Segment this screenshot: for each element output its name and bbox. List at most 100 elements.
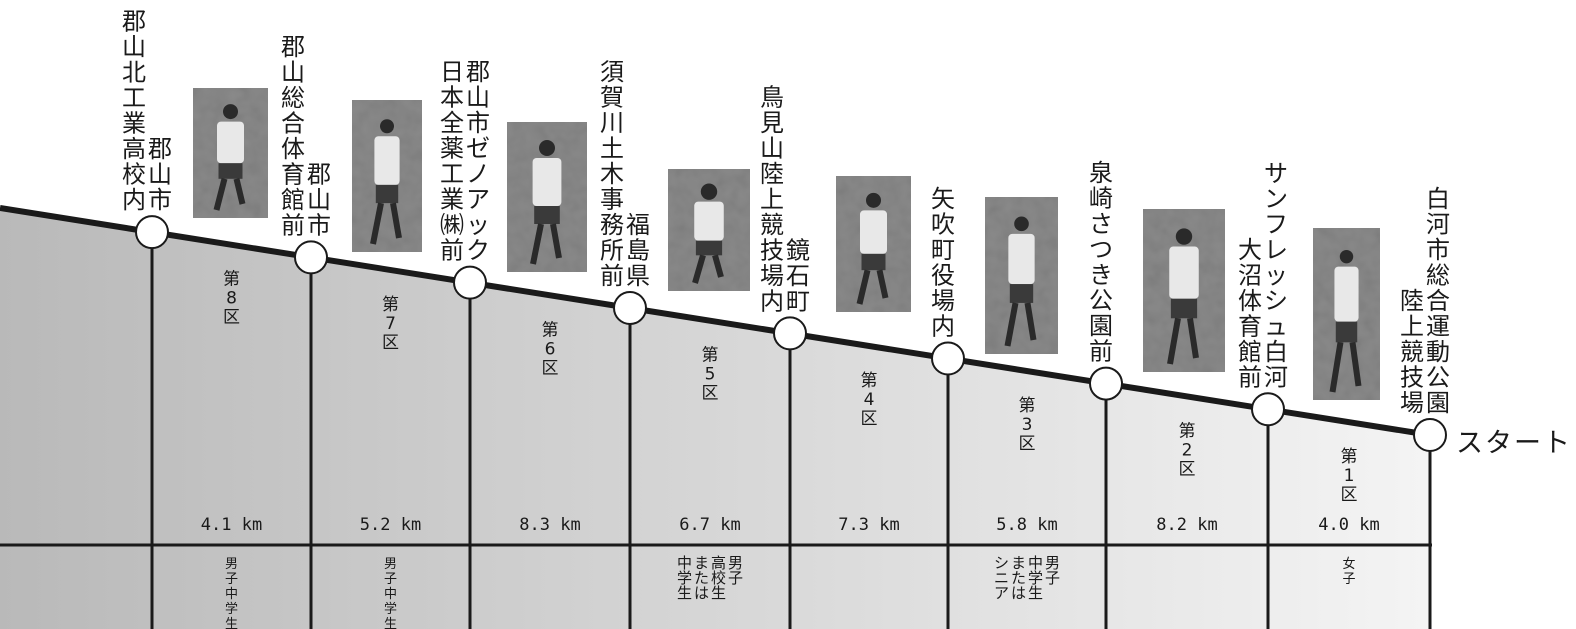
checkpoint-name-char: 山 (760, 134, 784, 162)
stage-label-char: 区 (1019, 434, 1036, 454)
stage-label-char: 6 (545, 339, 556, 359)
checkpoint-name-char: つ (1089, 236, 1113, 264)
start-label: スタート (1456, 428, 1572, 459)
checkpoint-name-char: 須 (600, 58, 624, 86)
stage-category-char: 子 (384, 572, 397, 587)
checkpoint-name-char: 合 (1426, 287, 1450, 315)
stage-category-char: は (694, 584, 709, 602)
checkpoint-marker-9 (1413, 418, 1447, 452)
runner-photos (193, 88, 1380, 400)
checkpoint-name-char: さ (1089, 210, 1113, 238)
checkpoint-name-char: 北 (122, 59, 146, 87)
stage-label-char: 第 (861, 371, 878, 391)
runner-photo-8 (193, 88, 268, 218)
checkpoint-name-char: 館 (1238, 338, 1262, 366)
checkpoint-name-char: ン (1264, 185, 1288, 213)
checkpoint-name-char: 前 (1238, 363, 1262, 391)
checkpoint-name-char: 運 (1426, 313, 1450, 341)
stage-label-char: 8 (226, 289, 237, 309)
stage-distance: 7.3 km (838, 515, 899, 535)
checkpoint-name-char: ㈱ (440, 211, 464, 239)
stage-label-char: 7 (385, 314, 396, 334)
checkpoint-name-char: 体 (1238, 287, 1262, 315)
stage-distance: 4.1 km (201, 515, 262, 535)
checkpoint-name-char: 内 (931, 312, 955, 340)
checkpoint-name-char: 鏡 (786, 236, 810, 264)
checkpoint-name-char: 市 (1426, 236, 1450, 264)
checkpoint-name-char: 県 (626, 262, 650, 290)
checkpoint-name-char: サ (1264, 159, 1288, 187)
stage-category-char: た (694, 569, 709, 587)
checkpoint-name-char: レ (1264, 236, 1288, 264)
stage-label-char: 5 (705, 365, 716, 385)
checkpoint-name-char: ュ (1264, 312, 1288, 340)
checkpoint-name-char: 総 (281, 84, 305, 112)
checkpoint-marker-6 (931, 341, 965, 376)
stage-label-char: 区 (1341, 485, 1358, 505)
checkpoint-name-char: 石 (786, 262, 810, 290)
stage-label-char: 第 (702, 346, 719, 366)
checkpoint-name-char: 動 (1426, 338, 1450, 366)
stage-category-char: 中 (1028, 554, 1043, 572)
checkpoint-name-char: 土 (600, 135, 624, 163)
stage-category-char: 中 (225, 587, 238, 602)
runner-photo-6 (507, 122, 587, 272)
checkpoint-name-char: 務 (600, 211, 624, 239)
stage-category-char: た (1011, 569, 1026, 587)
course-elevation-area (0, 208, 1430, 629)
checkpoint-name-char: 島 (626, 237, 650, 265)
stage-label-char: 第 (1179, 421, 1196, 441)
stage-category-char: 子 (728, 569, 743, 587)
checkpoint-name-char: 館 (281, 186, 305, 214)
checkpoint-name-char: 本 (440, 84, 464, 112)
stage-distance: 8.3 km (519, 515, 580, 535)
stage-category-char: 高 (711, 554, 726, 572)
checkpoint-name-char: 山 (281, 58, 305, 86)
checkpoint-name-char: 全 (440, 109, 464, 137)
checkpoint-name-char: 公 (1089, 287, 1113, 315)
stage-category-char: 学 (225, 601, 238, 617)
stage-category-char: シ (994, 554, 1009, 572)
stage-category-char: 生 (384, 617, 397, 629)
checkpoint-name-char: 体 (281, 135, 305, 163)
checkpoint-name-char: 沼 (1238, 261, 1262, 289)
stage-category-char: 男 (384, 557, 397, 572)
course-profile-line (0, 205, 1431, 438)
checkpoint-name-char: 育 (281, 160, 305, 188)
checkpoint-name-char: 合 (281, 109, 305, 137)
stage-category-char: 中 (677, 554, 692, 572)
checkpoint-name-char: 場 (760, 262, 784, 290)
stage-distance: 8.2 km (1156, 515, 1217, 535)
stage-divider-lines (0, 232, 1432, 629)
checkpoint-marker-5 (773, 316, 807, 351)
runner-photo-5 (668, 169, 750, 291)
stage-category-char: 生 (711, 584, 726, 602)
stage-category-char: 学 (1028, 569, 1043, 587)
checkpoint-name-char: 上 (760, 185, 784, 213)
runner-photo-2 (1143, 209, 1225, 372)
stage-category-char: ま (694, 554, 709, 572)
stage-category-char: 校 (711, 569, 726, 587)
checkpoint-name-char: 市 (148, 186, 172, 214)
checkpoint-name-char: 河 (1426, 211, 1450, 239)
checkpoint-name-char: 工 (440, 160, 464, 188)
checkpoint-name-char: ゼ (466, 135, 490, 163)
checkpoint-name-char: 役 (931, 261, 955, 289)
runner-photo-1 (1313, 228, 1380, 400)
checkpoint-name-char: 園 (1089, 312, 1113, 340)
stage-category-char: ニ (994, 569, 1009, 587)
checkpoint-name-char: 山 (307, 186, 331, 214)
stage-label-char: 3 (1022, 415, 1033, 435)
checkpoint-name-char: 前 (1089, 338, 1113, 366)
checkpoint-name-char: 事 (600, 186, 624, 214)
